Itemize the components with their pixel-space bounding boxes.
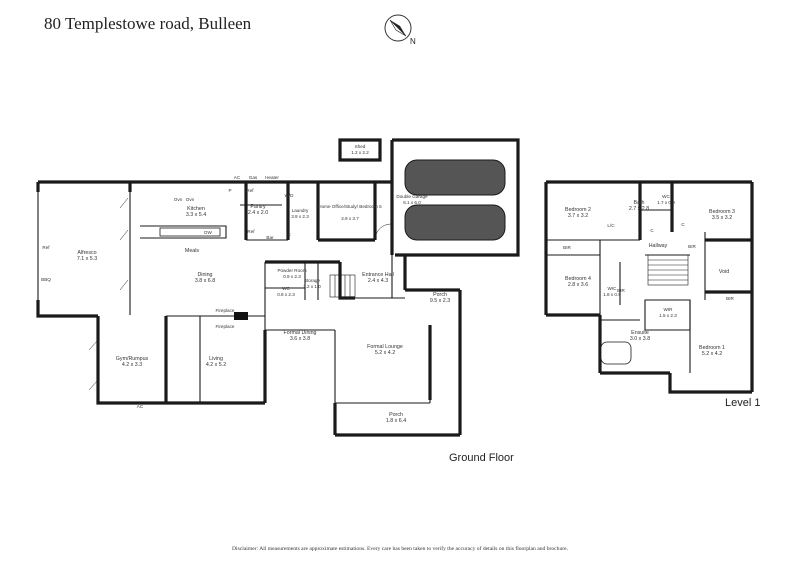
stairs-icon xyxy=(329,254,689,298)
room-bed4-name: Bedroom 4 xyxy=(565,276,591,282)
fixture-fireplace-bottom: Fireplace xyxy=(216,324,235,329)
room-bed2-dims: 3.7 x 3.2 xyxy=(568,213,588,219)
room-bath-dims: 2.7 x 2.8 xyxy=(629,206,649,212)
room-porch-side-dims: 9.5 x 2.3 xyxy=(430,298,450,304)
ground-floor-walls xyxy=(36,138,520,437)
room-ensuite-name: Ensuite xyxy=(631,330,649,336)
room-garage-dims: 6.1 x 6.0 xyxy=(403,200,421,205)
room-porch-side-name: Porch xyxy=(433,292,447,298)
fixture-cupboard: C xyxy=(287,232,291,237)
compass-icon: N xyxy=(384,14,416,46)
room-wc-name: WC xyxy=(282,286,290,291)
room-laundry-name: Laundry xyxy=(292,208,309,213)
room-powder-name: Powder Room xyxy=(277,268,306,273)
room-bed3-name: Bedroom 3 xyxy=(709,209,735,215)
fixture-p: P xyxy=(228,188,231,193)
room-porch-front-dims: 1.8 x 6.4 xyxy=(386,418,406,424)
room-gym-dims: 4.2 x 3.3 xyxy=(122,362,142,368)
room-gym-name: Gym/Rumpus xyxy=(116,356,149,362)
fixture-cupboard-l1: C xyxy=(650,228,654,233)
room-dining-name: Dining xyxy=(197,272,212,278)
room-shed-name: Shed xyxy=(355,144,366,149)
page-title: 80 Templestowe road, Bulleen xyxy=(44,14,252,33)
room-bed1-dims: 5.2 x 4.2 xyxy=(702,351,722,357)
fixture-ref-pantry: Ref xyxy=(247,229,255,234)
room-wic-name: WIC xyxy=(608,286,618,291)
room-void-name: Void xyxy=(719,269,729,275)
room-wc-dims: 0.8 x 2.3 xyxy=(277,292,295,297)
car-icons xyxy=(404,159,506,241)
compass-north-label: N xyxy=(410,37,416,46)
room-formal-lounge-name: Formal Lounge xyxy=(367,344,403,350)
kitchen-island xyxy=(159,227,221,237)
room-garage-name: Double Garage xyxy=(396,194,428,199)
room-bed2-name: Bedroom 2 xyxy=(565,207,591,213)
room-meals-name: Meals xyxy=(185,248,199,254)
fixture-cupboard-l1-2: C xyxy=(681,222,685,227)
room-formal-lounge-dims: 5.2 x 4.2 xyxy=(375,350,395,356)
room-wic-dims: 1.8 x 0.9 xyxy=(603,292,621,297)
door-swings xyxy=(88,197,392,391)
fixture-washer-dryer: W/D xyxy=(285,193,295,198)
fixture-fireplace-top: Fireplace xyxy=(216,308,235,313)
room-alfresco-name: Alfresco xyxy=(77,250,96,256)
fixture-bar: Bar xyxy=(266,235,274,240)
disclaimer: Disclaimer: All measurements are approxi… xyxy=(232,546,568,552)
room-alfresco-dims: 7.1 x 5.3 xyxy=(77,256,97,262)
room-entry-name: Entrance Hall xyxy=(362,272,394,278)
fixture-gas: Gas xyxy=(249,175,258,180)
fixture-dishwasher: DW xyxy=(204,230,212,235)
fixture-ac-gym: AC xyxy=(137,404,144,409)
room-kitchen-dims: 3.3 x 5.4 xyxy=(186,212,206,218)
fixture-bbq: BBQ xyxy=(41,277,51,282)
fixture-oven-2: Ovn xyxy=(186,197,195,202)
fixture-heater: Heater xyxy=(265,175,279,180)
room-pantry-name: Pantry xyxy=(250,204,266,210)
room-bed1-name: Bedroom 1 xyxy=(699,345,725,351)
room-dining-dims: 3.8 x 6.8 xyxy=(195,278,215,284)
room-office-dims: 2.9 x 3.7 xyxy=(341,216,359,221)
room-bath-name: Bath xyxy=(634,200,645,206)
ground-floor-labels: Alfresco 7.1 x 5.3 Kitchen 3.3 x 5.4 Mea… xyxy=(41,144,450,424)
room-porch-front-name: Porch xyxy=(389,412,403,418)
fireplace-icon xyxy=(234,312,248,320)
room-wc-l1-name: WC xyxy=(662,194,670,199)
room-entry-dims: 2.4 x 4.3 xyxy=(368,278,388,284)
fixture-bir-bed3: BIR xyxy=(688,244,696,249)
fixture-oven-1: Ovn xyxy=(174,197,183,202)
room-living-name: Living xyxy=(209,356,223,362)
room-office-name: Home Office/Study/ Bedroom 5 xyxy=(318,204,382,209)
fixture-ref: Ref xyxy=(246,188,254,193)
fixture-bir-bed1: BIR xyxy=(726,296,734,301)
room-formal-dining-dims: 3.6 x 3.8 xyxy=(290,336,310,342)
room-wir-dims: 1.5 x 2.3 xyxy=(659,313,677,318)
room-hallway-name: Hallway xyxy=(649,243,668,249)
level1-walls xyxy=(544,180,754,394)
room-pantry-dims: 2.4 x 2.0 xyxy=(248,210,268,216)
room-kitchen-name: Kitchen xyxy=(187,206,205,212)
room-laundry-dims: 3.9 x 2.3 xyxy=(291,214,309,219)
fixture-linen: L/C xyxy=(607,223,615,228)
room-storage-dims: 2.2 x 1.0 xyxy=(303,284,321,289)
level1-labels: Bedroom 2 3.7 x 3.2 Bath 2.7 x 2.8 WC 1.… xyxy=(563,194,735,357)
room-shed-dims: 1.2 x 2.2 xyxy=(351,150,369,155)
level1-label: Level 1 xyxy=(725,397,761,409)
fixture-ref-alfresco: Ref xyxy=(42,245,50,250)
room-ensuite-dims: 3.0 x 3.8 xyxy=(630,336,650,342)
room-wc-l1-dims: 1.7 x 0.9 xyxy=(657,200,675,205)
room-bed4-dims: 2.8 x 3.6 xyxy=(568,282,588,288)
ground-floor-interior xyxy=(37,182,431,404)
room-powder-dims: 0.9 x 2.3 xyxy=(283,274,301,279)
room-wir-name: WIR xyxy=(664,307,674,312)
room-storage-name: Storage xyxy=(304,278,321,283)
room-formal-dining-name: Formal Dining xyxy=(284,330,317,336)
fixture-bir-bed2: BIR xyxy=(563,245,571,250)
room-living-dims: 4.2 x 5.2 xyxy=(206,362,226,368)
bathtub-icon xyxy=(600,341,632,365)
ground-floor-label: Ground Floor xyxy=(449,452,514,464)
room-bed3-dims: 3.5 x 3.2 xyxy=(712,215,732,221)
fixture-bir-bed4: BIR xyxy=(617,288,625,293)
fixture-ac: AC xyxy=(234,175,241,180)
